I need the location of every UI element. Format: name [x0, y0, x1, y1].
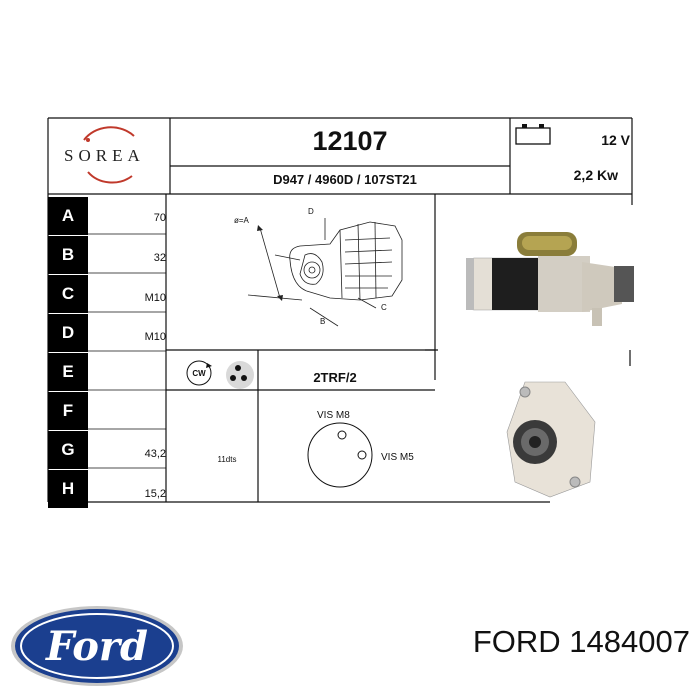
spec-letter-a: A: [48, 197, 88, 235]
dim-label-c: C: [381, 303, 387, 312]
oem-reference: FORD 1484007: [472, 624, 690, 659]
brand-logo-text: SOREA: [64, 146, 145, 165]
connector-plug-icon: [226, 361, 254, 389]
sorea-logo-icon: [83, 126, 135, 184]
dim-label-d: D: [308, 207, 314, 216]
starter-motor-front-image: [506, 381, 596, 498]
spec-value-a: 70: [153, 212, 166, 224]
ford-logo-text: Ford: [45, 623, 148, 670]
rotation-cw-icon: [186, 360, 212, 386]
starter-dimension-drawing: [247, 218, 403, 327]
connector-code: 2TRF/2: [313, 370, 357, 385]
rotation-label: CW: [192, 369, 206, 378]
spec-letter-b: B: [48, 236, 88, 274]
spec-letter-e: E: [48, 353, 88, 391]
spec-letter-f: F: [48, 392, 88, 430]
spec-value-c: M10: [144, 292, 166, 304]
ford-logo-icon: Ford: [11, 606, 183, 686]
bolt-m8-label: VIS M8: [317, 410, 350, 421]
spec-value-b: 32: [153, 252, 166, 264]
battery-icon: [515, 124, 551, 145]
spec-value-h: 15,2: [144, 488, 166, 500]
power-value: 2,2 Kw: [573, 167, 618, 183]
voltage-value: 12 V: [601, 132, 630, 148]
teeth-count: 11dts: [217, 455, 237, 464]
spec-letter-c: C: [48, 275, 88, 313]
spec-letter-h: H: [48, 470, 88, 508]
spec-letter-d: D: [48, 314, 88, 352]
bolt-m5-label: VIS M5: [381, 452, 414, 463]
dim-label-b: B: [320, 317, 326, 326]
starter-motor-side-image: [466, 232, 634, 326]
mounting-flange-diagram: [307, 422, 373, 488]
part-number: 12107: [312, 126, 388, 156]
dim-label-a: ø=A: [234, 216, 249, 225]
spec-value-d: M10: [144, 331, 166, 343]
spec-letter-g: G: [48, 431, 88, 469]
cross-references: D947 / 4960D / 107ST21: [273, 172, 417, 187]
spec-value-g: 43,2: [144, 448, 166, 460]
